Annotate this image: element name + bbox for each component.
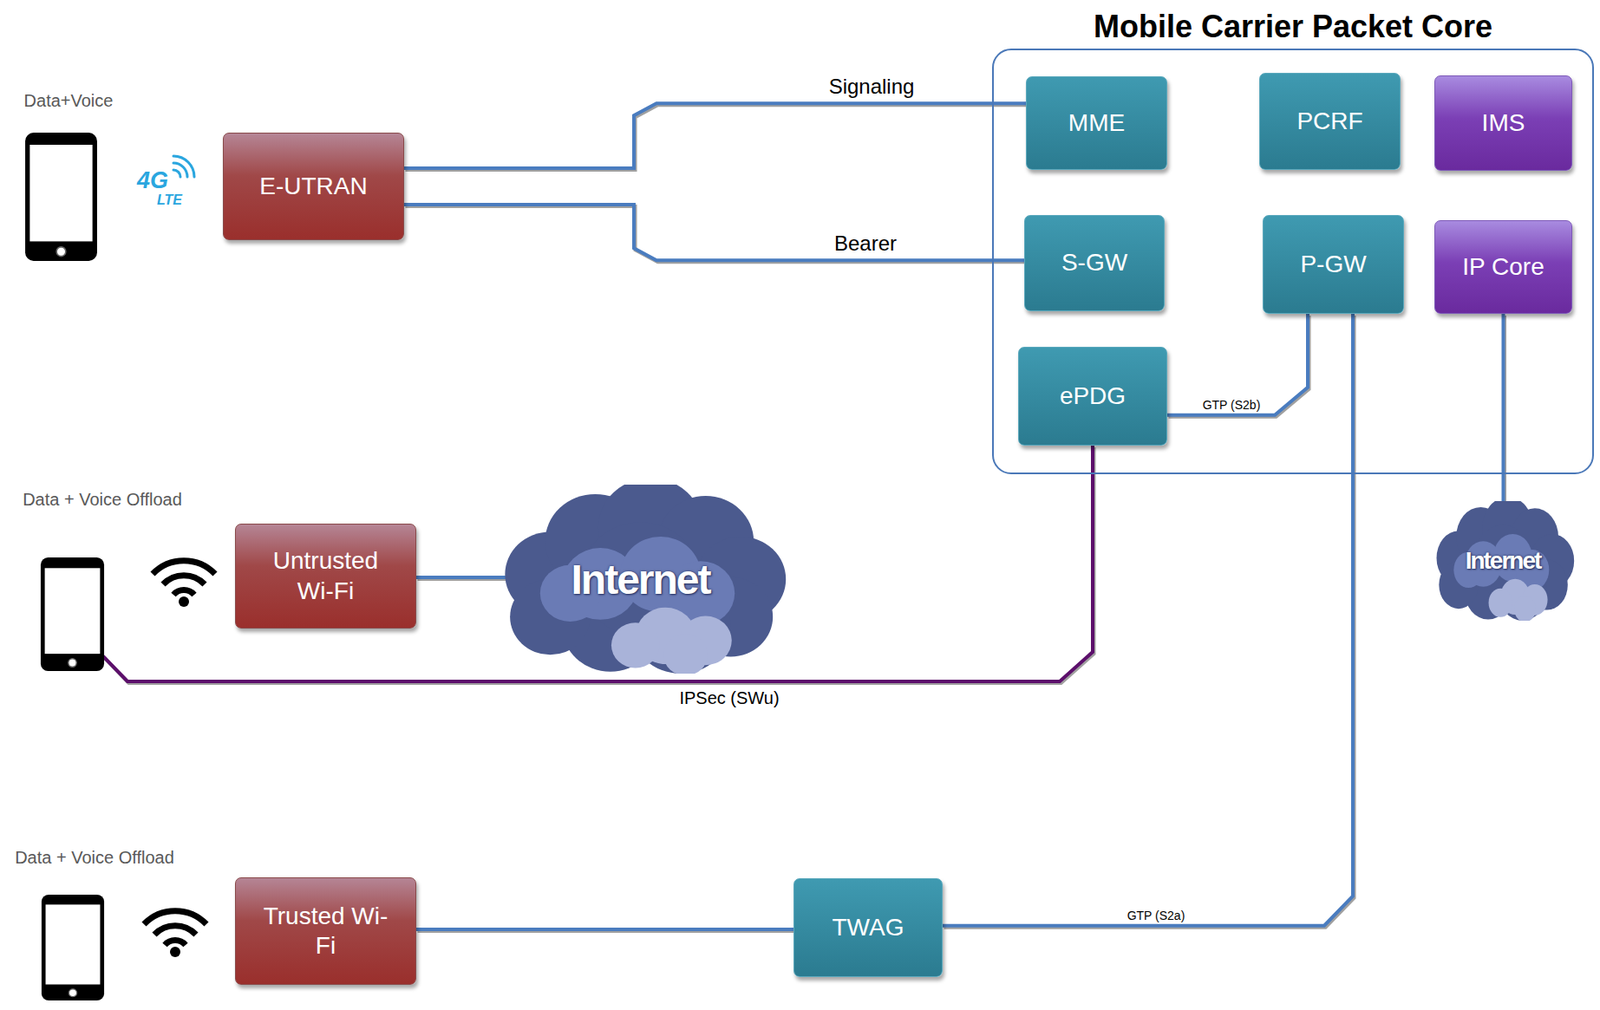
- lte-signal-icon: [173, 156, 195, 177]
- network-element-box: ePDG: [1018, 346, 1168, 446]
- device-label: Data + Voice Offload: [3, 848, 186, 869]
- connector-line: [416, 929, 796, 932]
- network-element-box: MME: [1025, 76, 1168, 170]
- element-name: IMS: [1482, 108, 1526, 138]
- network-element-box: IMS: [1434, 75, 1573, 171]
- connector-stroke: [942, 313, 1353, 927]
- connector-stroke: [1167, 313, 1308, 416]
- network-element-box: Untrusted Wi-Fi: [235, 523, 417, 629]
- phone-device: Data + Voice Offload: [3, 848, 186, 1006]
- device-label: Data+Voice: [3, 91, 134, 112]
- region-title: Mobile Carrier Packet Core: [1093, 8, 1493, 45]
- phone-icon: [24, 131, 98, 262]
- phone-icon: [39, 556, 105, 673]
- connector-label: GTP (S2a): [1124, 908, 1189, 923]
- wifi-dot: [169, 946, 181, 958]
- network-element-box: PCRF: [1259, 72, 1401, 170]
- phone-icon: [40, 894, 105, 1002]
- network-element-box: IP Core: [1434, 220, 1573, 314]
- connector-stroke: [404, 204, 1025, 261]
- connector-line: [1167, 313, 1310, 418]
- connector-shadow: [104, 447, 1095, 684]
- packet-core-region: Mobile Carrier Packet CoreMMEPCRFIMSS-GW…: [992, 48, 1594, 475]
- network-element-box: TWAG: [793, 878, 943, 978]
- connector-label: Bearer: [831, 231, 900, 256]
- element-name: TWAG: [832, 913, 905, 943]
- connector-stroke: [103, 445, 1093, 682]
- connector-shadow: [405, 104, 1028, 170]
- connector-shadow: [405, 206, 1026, 262]
- network-element-box: Trusted Wi-Fi: [235, 877, 417, 986]
- connector-label: GTP (S2b): [1200, 398, 1264, 412]
- internet-cloud: Internet: [489, 484, 791, 674]
- connector-line: [416, 577, 508, 580]
- connector-line: [942, 313, 1355, 928]
- network-element-box: E-UTRAN: [222, 132, 405, 241]
- connector-stroke: [416, 927, 794, 932]
- cloud-label: Internet: [1465, 547, 1542, 575]
- element-name: P-GW: [1299, 249, 1366, 280]
- element-name: MME: [1068, 108, 1125, 138]
- internet-cloud: Internet: [1429, 501, 1577, 621]
- connector-label: Signaling: [826, 74, 918, 99]
- element-name: Trusted Wi-Fi: [261, 901, 390, 961]
- device-label: Data + Voice Offload: [6, 489, 198, 510]
- phone-device: Data + Voice Offload: [6, 489, 198, 674]
- connector-label: IPSec (SWu): [676, 688, 782, 709]
- connector-shadow: [1168, 315, 1310, 418]
- connector-stroke: [1502, 313, 1506, 514]
- cloud-label: Internet: [570, 555, 710, 604]
- element-name: Untrusted Wi-Fi: [261, 546, 390, 606]
- element-name: E-UTRAN: [259, 171, 367, 202]
- region-heading: Mobile Carrier Packet Core: [993, 8, 1593, 46]
- wifi-icon: [152, 561, 216, 595]
- element-name: IP Core: [1462, 252, 1544, 282]
- connector-stroke: [416, 575, 506, 580]
- connector-line: [103, 445, 1095, 684]
- connector-line: [404, 204, 1026, 262]
- connector-stroke: [404, 103, 1026, 169]
- connector-shadow: [944, 315, 1355, 928]
- wifi-dot: [178, 596, 190, 608]
- network-element-box: P-GW: [1262, 215, 1405, 314]
- phone-device: Data+Voice: [3, 91, 134, 265]
- lte-icon-text: LTE: [156, 193, 183, 208]
- element-name: PCRF: [1296, 106, 1363, 137]
- connector-line: [404, 103, 1028, 170]
- lte-icon-text: 4G: [137, 169, 169, 193]
- network-element-box: S-GW: [1024, 215, 1165, 312]
- element-name: S-GW: [1061, 248, 1128, 278]
- wifi-icon: [143, 911, 207, 946]
- connector-line: [1503, 313, 1506, 516]
- element-name: ePDG: [1059, 381, 1126, 412]
